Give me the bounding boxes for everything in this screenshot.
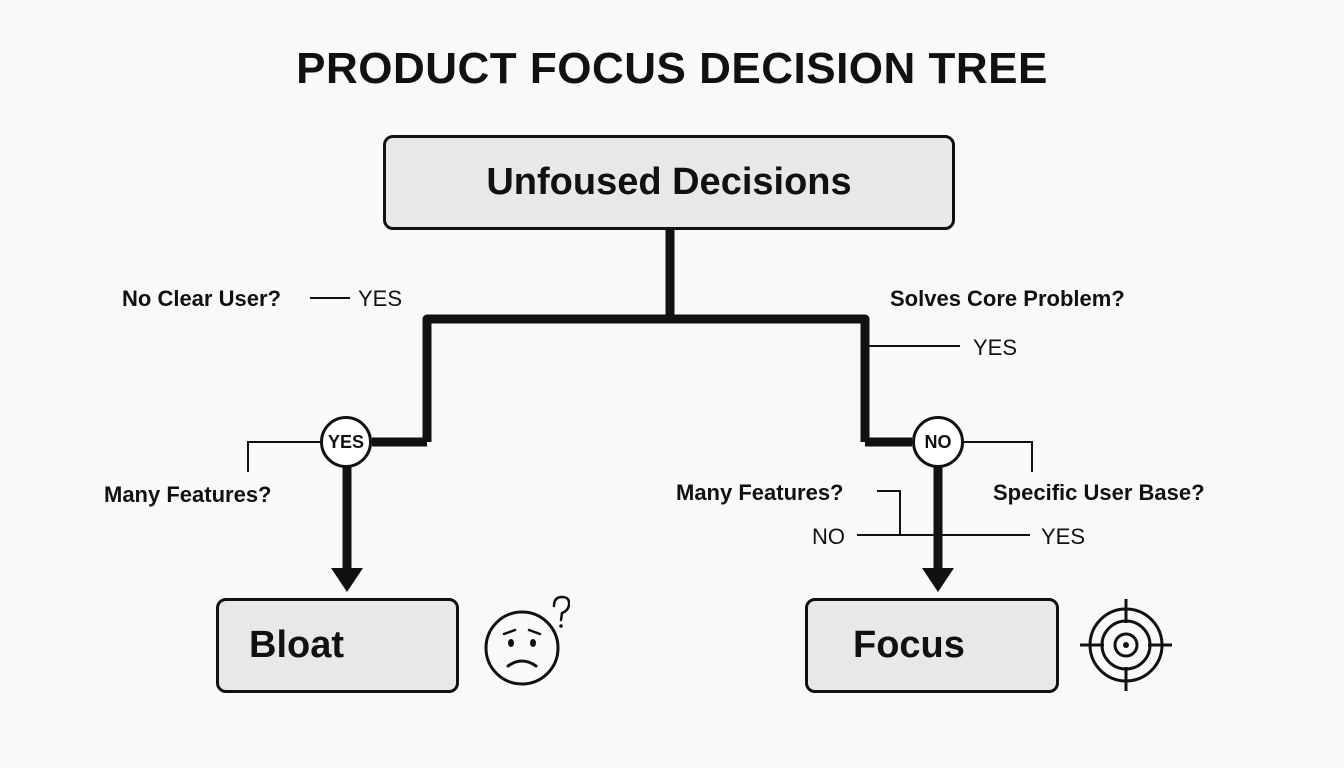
focus-outcome-box: Focus <box>805 598 1059 693</box>
left-many-features-question: Many Features? <box>104 482 272 507</box>
solves-core-answer: YES <box>973 335 1018 360</box>
specific-user-leader <box>964 441 1033 472</box>
diagram-title: PRODUCT FOCUS DECISION TREE <box>296 44 1048 93</box>
specific-user-question: Specific User Base? <box>993 480 1205 505</box>
no-clear-user-answer: YES <box>358 286 403 311</box>
bloat-outcome-box: Bloat <box>216 598 459 693</box>
yes-decision-node: YES <box>320 416 372 468</box>
root-node-box: Unfoused Decisions <box>383 135 955 230</box>
no-decision-node: NO <box>912 416 964 468</box>
right-no-answer: NO <box>812 524 845 549</box>
confused-face-icon <box>484 595 570 686</box>
right-many-features-leader <box>877 490 901 535</box>
no-node-label: NO <box>924 431 952 452</box>
left-many-features-leader <box>247 441 320 472</box>
right-yes-answer: YES <box>1041 524 1086 549</box>
bloat-arrowhead <box>331 568 363 592</box>
focus-label: Focus <box>853 624 965 666</box>
root-node-label: Unfoused Decisions <box>486 161 852 203</box>
no-clear-user-question: No Clear User? <box>122 286 281 311</box>
solves-core-question: Solves Core Problem? <box>890 286 1125 311</box>
focus-arrowhead <box>922 568 954 592</box>
yes-node-label: YES <box>327 431 365 452</box>
split-bar <box>422 314 870 442</box>
target-icon <box>1080 599 1172 691</box>
right-many-features-question: Many Features? <box>676 480 844 505</box>
bloat-label: Bloat <box>249 624 344 666</box>
